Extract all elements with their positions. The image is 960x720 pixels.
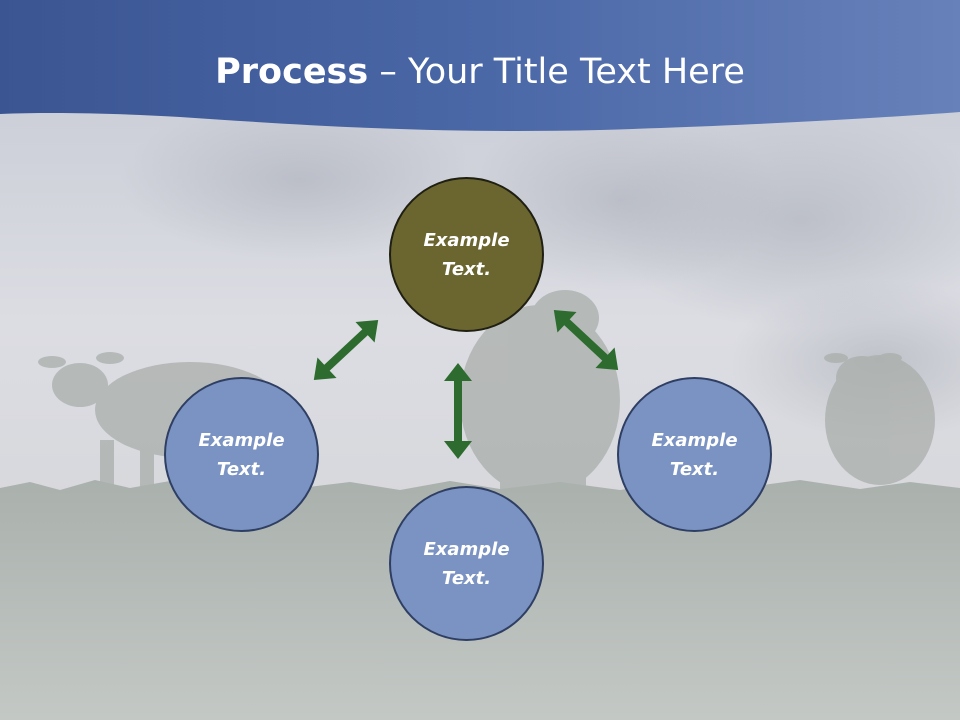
node-bottom: Example Text. <box>389 486 544 641</box>
node-right: Example Text. <box>617 377 772 532</box>
node-right-label: Example Text. <box>651 429 738 480</box>
arrow-top-bottom <box>444 363 472 459</box>
arrow-top-right <box>553 309 619 371</box>
arrow-top-left <box>313 319 379 381</box>
node-left-label: Example Text. <box>198 429 285 480</box>
title-bold-text: Process <box>215 52 369 92</box>
node-top-label: Example Text. <box>423 229 510 280</box>
title-rest-text: – Your Title Text Here <box>368 52 745 92</box>
node-bottom-label: Example Text. <box>423 538 510 589</box>
node-left: Example Text. <box>164 377 319 532</box>
node-top: Example Text. <box>389 177 544 332</box>
slide-title: Process – Your Title Text Here <box>0 52 960 92</box>
